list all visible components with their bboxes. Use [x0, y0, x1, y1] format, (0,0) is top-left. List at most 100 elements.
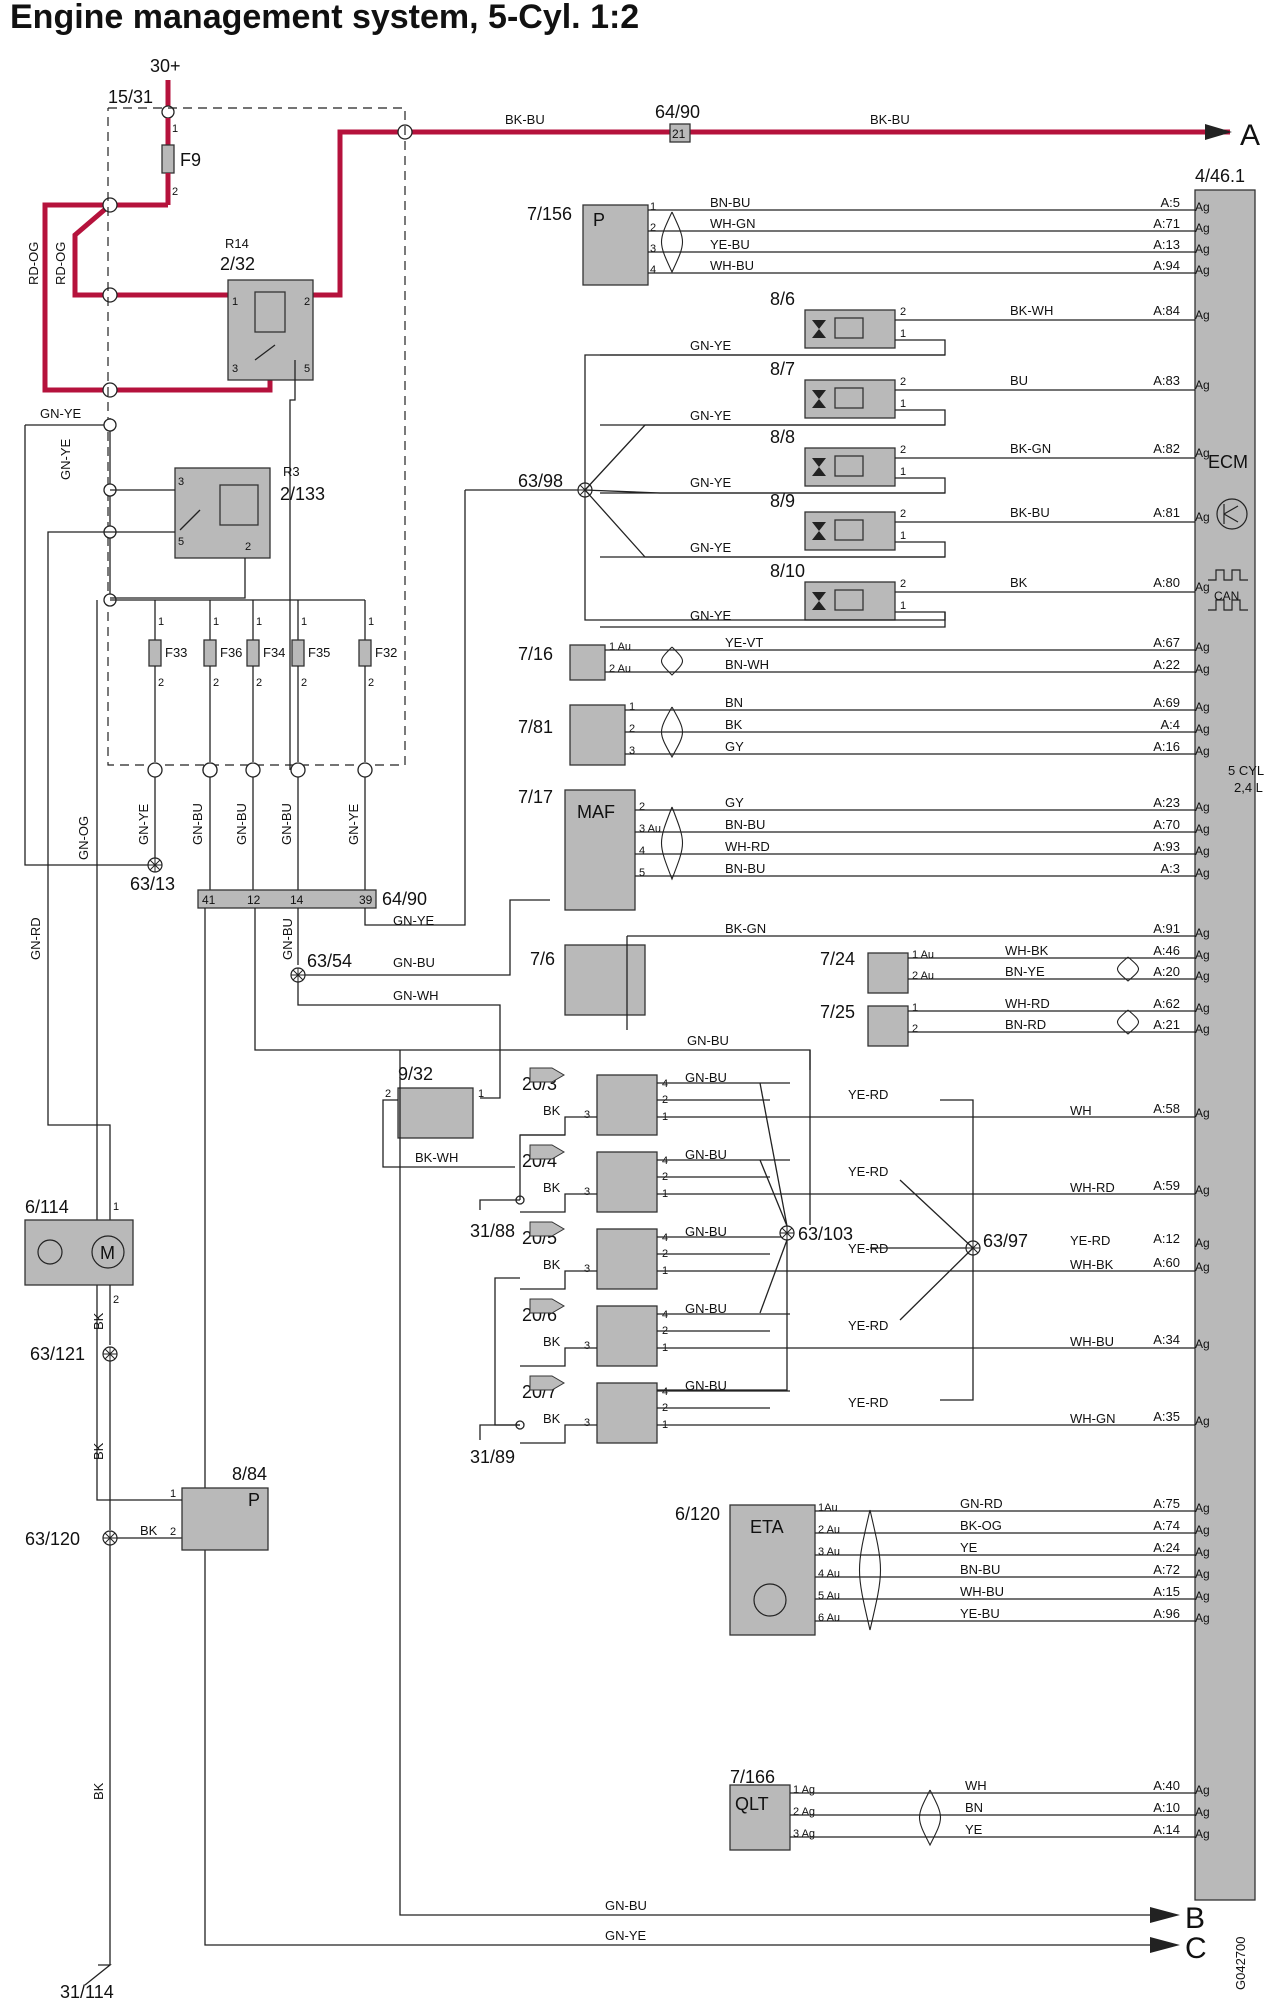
ecm-pin-suffix: Ag [1195, 1611, 1210, 1625]
wire-gn-bu-out [305, 899, 550, 976]
wire-r14-pin5 [289, 360, 296, 770]
pin-label: 1 [256, 616, 262, 628]
pin-label: 1 [213, 616, 219, 628]
component-7-156-label: 7/156 [527, 204, 572, 224]
spark-plug-icon [529, 1144, 565, 1160]
wire-label: GN-BU [687, 1033, 729, 1048]
fuse-f33 [148, 639, 162, 667]
wire-label: BN-BU [960, 1562, 1000, 1577]
pin-label: 1 [900, 600, 906, 612]
wire-label: BK [543, 1103, 561, 1118]
fuse-label: F34 [263, 645, 285, 660]
pin-label: 3 [584, 1417, 590, 1429]
pin-label: 2 [912, 1023, 918, 1035]
ecm-pin-suffix: Ag [1195, 822, 1210, 836]
pin-label: 5 [178, 536, 184, 548]
relay-contact [179, 509, 201, 531]
twisted-pair-icon [918, 1789, 942, 1847]
ecm-pin-suffix: Ag [1195, 1337, 1210, 1351]
ground-symbol [84, 1964, 112, 1986]
component-7-6-label: 7/6 [530, 949, 555, 969]
wire-label: BK [725, 717, 743, 732]
pin-label: 1 [900, 328, 906, 340]
splice-63-97-label: 63/97 [983, 1231, 1028, 1251]
coil-20-4 [596, 1151, 658, 1213]
wire-label-rd-og: RD-OG [26, 242, 41, 285]
wire-label: WH [965, 1778, 987, 1793]
wire-label: YE-RD [848, 1241, 888, 1256]
spark-plug-icon [529, 1375, 565, 1391]
wire-label: GY [725, 795, 744, 810]
wire-label: GN-WH [393, 988, 439, 1003]
twist-shape [1116, 1009, 1140, 1035]
wire-label: BN [965, 1800, 983, 1815]
ecm-pin-suffix: Ag [1195, 242, 1210, 256]
ecm-pin-label: A:13 [1153, 237, 1180, 252]
ecm-pin-label: A:22 [1153, 657, 1180, 672]
fuse-output-node [357, 762, 373, 778]
connector-64-90 [197, 889, 377, 909]
relay-r14-name: R14 [225, 236, 249, 251]
sensor-7-16 [569, 644, 606, 681]
ecm-pin-label: A:12 [1153, 1231, 1180, 1246]
wire [382, 1099, 515, 1168]
pin-label: 3 Ag [793, 1828, 815, 1840]
wire-label: BK-OG [960, 1518, 1002, 1533]
coil-symbol [834, 317, 864, 339]
ground-31-114-label: 31/114 [60, 1982, 114, 1998]
wire-label: GN-BU [685, 1224, 727, 1239]
wire-label: WH-GN [710, 216, 756, 231]
can-waveform-icon [1208, 569, 1248, 581]
wire [584, 354, 945, 483]
sensor-7-17 [564, 789, 636, 911]
component-6-114-label: 6/114 [25, 1197, 69, 1217]
wire-label: BK [543, 1257, 561, 1272]
pin-label: 2 [385, 1088, 391, 1100]
pin-label: 1 [900, 530, 906, 542]
valve-icon [812, 458, 826, 476]
pin-label: 2 [113, 1294, 119, 1306]
pin-label: 1 [650, 201, 656, 213]
wire-label-gn-ye: GN-YE [58, 439, 73, 481]
page-title: Engine management system, 5-Cyl. 1:2 [10, 0, 640, 36]
component-7-81-label: 7/81 [518, 717, 553, 737]
ecm-pin-suffix: Ag [1195, 1001, 1210, 1015]
wire-gn-wh [297, 982, 501, 1099]
pin-label: 2 [158, 677, 164, 689]
terminal-30-label: 30+ [150, 56, 181, 76]
engine-label: 5 CYL [1228, 763, 1264, 778]
wire-label-gn-og: GN-OG [76, 816, 91, 860]
ecm-pin-label: A:84 [1153, 303, 1180, 318]
wire [584, 489, 945, 494]
valve-icon [812, 522, 826, 540]
wire-label: GN-BU [685, 1147, 727, 1162]
sensor-7-81 [569, 704, 626, 766]
wire [519, 1134, 565, 1200]
component-7-166-label: 7/166 [730, 1767, 775, 1787]
ecm-pin-label: A:40 [1153, 1778, 1180, 1793]
wire-gn-ye-to-c [204, 908, 1160, 1946]
ecm-pin-label: A:82 [1153, 441, 1180, 456]
ecm-pin-suffix: Ag [1195, 221, 1210, 235]
twisted-pair-icon [858, 1509, 882, 1631]
ecm-pin-label: A:70 [1153, 817, 1180, 832]
wire-label: BK-GN [725, 921, 766, 936]
pin-label: 4 [639, 845, 645, 857]
ecm-pin-suffix: Ag [1195, 744, 1210, 758]
can-waveform-icon [1208, 599, 1248, 611]
wire-label-gn-rd: GN-RD [28, 917, 43, 960]
ecm-pin-label: A:69 [1153, 695, 1180, 710]
relay-r3-id: 2/133 [280, 484, 325, 504]
wire-label: WH-BU [710, 258, 754, 273]
ecm-pin-suffix: Ag [1195, 1783, 1210, 1797]
transistor-icon [753, 1583, 787, 1617]
exit-b-arrow [1150, 1907, 1180, 1923]
wire-label: BK-WH [1010, 303, 1053, 318]
ecm-pin-suffix: Ag [1195, 1523, 1210, 1537]
wire-label: YE-RD [848, 1318, 888, 1333]
twist-shape [1116, 956, 1140, 982]
ecm-pin-label: A:91 [1153, 921, 1180, 936]
wire-label: YE-RD [848, 1395, 888, 1410]
twisted-pair-icon [661, 806, 683, 881]
